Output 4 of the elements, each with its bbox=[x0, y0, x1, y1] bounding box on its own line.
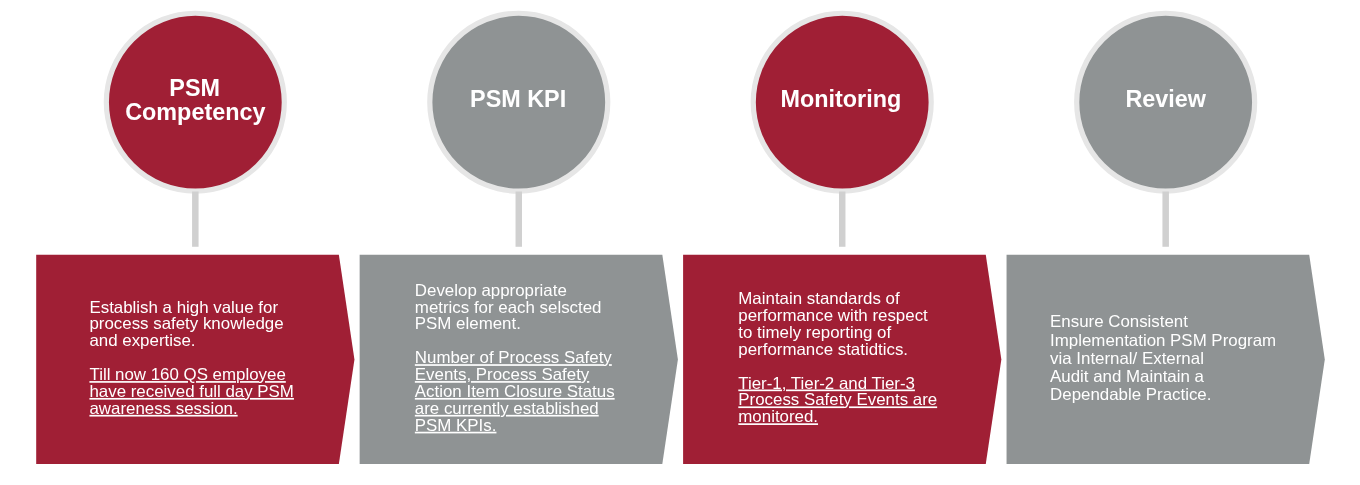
node-circle: Monitoring bbox=[750, 10, 934, 194]
node-circle: PSM KPI bbox=[426, 10, 610, 194]
node-circle: PSM Competency bbox=[103, 10, 287, 194]
node-circle: Review bbox=[1073, 10, 1257, 194]
